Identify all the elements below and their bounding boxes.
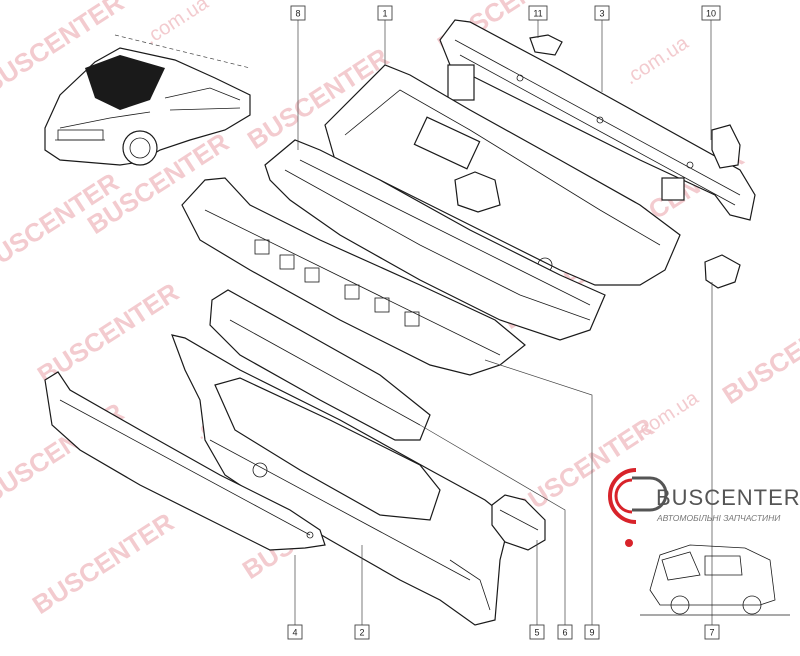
car-illustration	[44, 34, 251, 166]
logo-tagline: АВТОМОБІЛЬНІ ЗАПЧАСТИНИ	[656, 513, 781, 523]
callout-7: 7	[704, 624, 720, 640]
watermark-brand: BUSCENTER	[32, 277, 184, 390]
logo-name: BUSCENTER	[656, 485, 800, 510]
svg-text:8: 8	[295, 9, 300, 19]
svg-text:3: 3	[599, 9, 604, 19]
part-11-bracket	[529, 34, 563, 56]
svg-text:10: 10	[706, 9, 716, 19]
svg-text:2: 2	[359, 628, 364, 638]
part-4-lower-rail	[44, 371, 326, 551]
callout-4: 4	[287, 624, 303, 640]
watermark-domain: .com.ua	[621, 32, 693, 90]
logo-mark	[608, 468, 668, 547]
callout-6: 6	[557, 624, 573, 640]
svg-text:11: 11	[533, 9, 542, 19]
part-3-cross-member	[439, 19, 756, 221]
svg-text:5: 5	[534, 628, 539, 638]
callout-8: 8	[290, 5, 306, 21]
callouts: 1 8 11 3 10 4 2 5	[287, 5, 721, 640]
callout-2: 2	[354, 624, 370, 640]
buscenter-logo: BUSCENTER АВТОМОБІЛЬНІ ЗАПЧАСТИНИ	[608, 468, 800, 616]
part-8-panel	[264, 139, 606, 341]
callout-10: 10	[701, 5, 721, 21]
part-1-scuttle-panel	[324, 64, 681, 286]
part-6-strip	[209, 289, 431, 441]
callout-5: 5	[529, 624, 545, 640]
part-2-bulkhead	[171, 334, 511, 626]
callout-11: 11	[528, 5, 548, 21]
svg-text:9: 9	[589, 628, 594, 638]
part-9-dash-top-panel	[181, 177, 526, 376]
callout-3: 3	[594, 5, 610, 21]
part-7-bracket	[704, 254, 741, 289]
watermark-brand: BUSCENTER	[717, 297, 800, 410]
watermark-brand: BUSCENTER	[27, 507, 179, 620]
svg-text:1: 1	[382, 9, 387, 19]
callout-1: 1	[377, 5, 393, 21]
part-5-side-bracket	[491, 494, 546, 551]
callout-9: 9	[584, 624, 600, 640]
svg-text:7: 7	[709, 628, 714, 638]
part-10-bracket	[711, 124, 741, 169]
svg-text:6: 6	[562, 628, 567, 638]
svg-text:4: 4	[292, 628, 297, 638]
watermark-domain: .com.ua	[141, 0, 213, 49]
van-illustration	[640, 544, 790, 616]
leader-lines	[294, 18, 713, 625]
